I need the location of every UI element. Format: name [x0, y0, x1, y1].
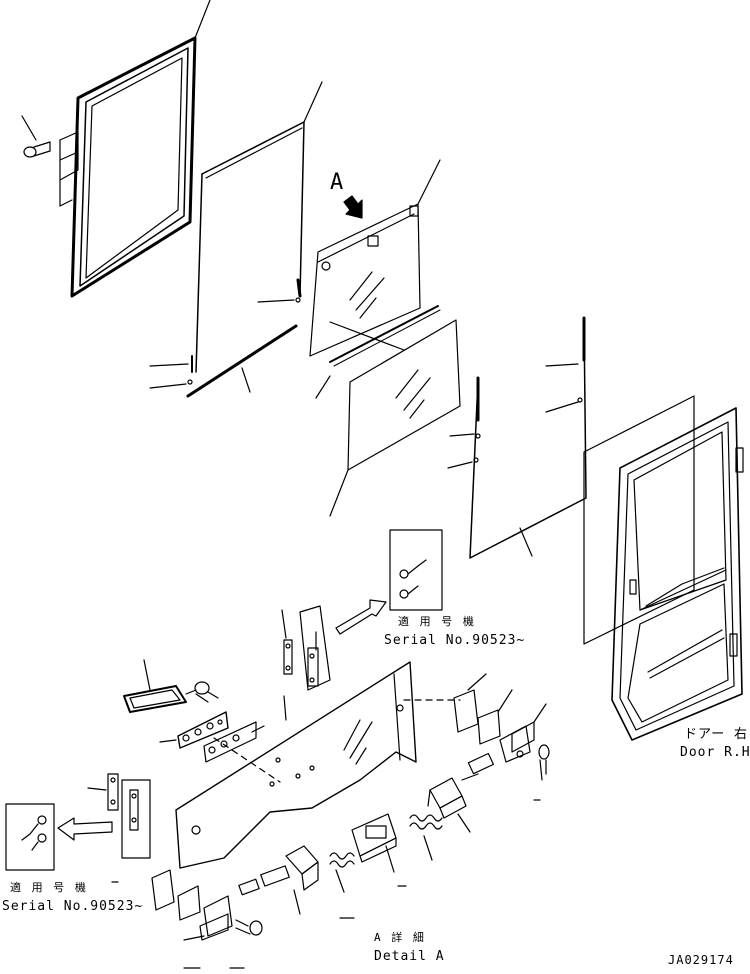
glass-panel-middle	[329, 319, 461, 517]
pad-parts	[151, 673, 513, 921]
seal-frame-right	[447, 316, 587, 559]
serial-upper-en-label: Serial No.90523~	[384, 633, 526, 648]
door-frame	[611, 407, 744, 741]
lock-cylinder	[238, 845, 319, 915]
door-jp-label: ドアー 右	[684, 727, 749, 742]
door-en-label: Door R.H.	[680, 745, 750, 760]
view-marker-label: A	[330, 170, 345, 195]
detail-en-label: Detail A	[374, 949, 445, 964]
serial-inset-upper	[335, 529, 443, 635]
window-frame-outer	[70, 0, 211, 298]
hinge-right	[499, 703, 550, 781]
leader-ticks	[111, 799, 541, 969]
bolt-part	[21, 115, 79, 207]
serial-upper-jp-label: 適 用 号 機	[398, 615, 476, 628]
view-arrow-a	[343, 195, 363, 219]
serial-lower-jp-label: 適 用 号 機	[10, 881, 88, 894]
name-plate	[123, 659, 187, 713]
bolt-upper	[185, 681, 219, 703]
door-handle	[351, 813, 397, 873]
drawing-number-label: JA029174	[668, 953, 734, 967]
sliding-glass-upper	[309, 159, 441, 399]
detail-jp-label: A 詳 細	[374, 931, 426, 944]
latch-block	[427, 752, 495, 833]
serial-lower-en-label: Serial No.90523~	[2, 899, 144, 914]
lower-glass-panel	[175, 661, 461, 869]
weatherstrip-seal	[149, 81, 323, 398]
hole-plate	[159, 711, 265, 763]
door-glass-sheet	[583, 395, 695, 645]
latch-plate-inset	[281, 605, 331, 691]
serial-inset-lower	[5, 773, 151, 871]
hinge-lower	[183, 895, 263, 941]
spring-parts	[329, 814, 443, 893]
